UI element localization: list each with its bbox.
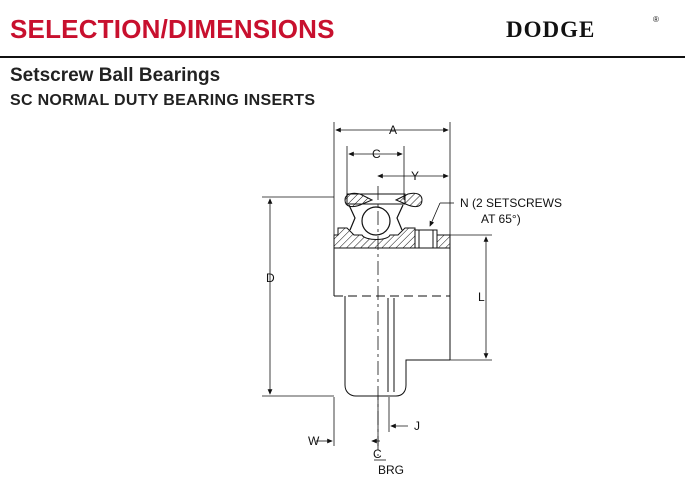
setscrew-leader-diag [429,202,441,227]
registered-mark: ® [653,15,659,24]
bearing-ball [361,206,391,236]
dimension-lines [267,127,489,444]
label-l: L [478,290,485,304]
label-w: W [308,434,320,448]
outer-ring [344,192,423,208]
product-title: Setscrew Ball Bearings [10,65,221,86]
header-divider [0,56,685,58]
extension-lines [262,122,492,446]
label-j: J [414,419,420,433]
label-d: D [266,271,275,285]
setscrew [414,229,438,249]
label-a: A [389,123,397,137]
ring-body [333,248,451,397]
label-setscrew-line1: N (2 SETSCREWS [460,196,562,210]
inner-ring [333,227,451,249]
label-c: C [372,147,381,161]
page-title: SELECTION/DIMENSIONS [10,14,335,44]
label-centerline: C [373,447,382,461]
label-brg: BRG [378,463,404,477]
dodge-logo: DODGE [506,17,596,42]
seals [348,204,404,231]
product-subtitle: SC NORMAL DUTY BEARING INSERTS [10,92,316,109]
label-y: Y [411,169,419,183]
label-setscrew-line2: AT 65°) [481,212,521,226]
